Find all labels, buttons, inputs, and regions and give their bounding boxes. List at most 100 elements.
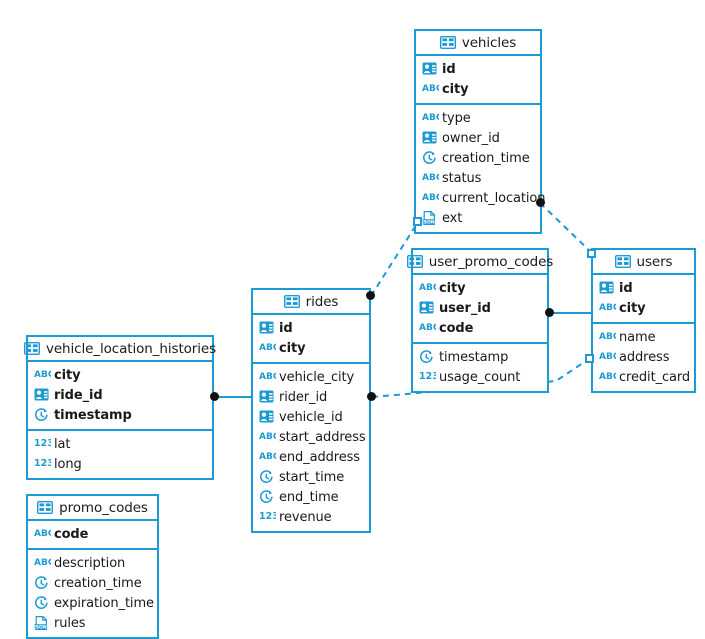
field-label: ride_id xyxy=(54,387,103,403)
edge-endpoint-dot-upc-right xyxy=(545,308,554,317)
field-row[interactable]: end_time xyxy=(253,487,369,507)
column-section: ABCvehicle_cityrider_idvehicle_idABCstar… xyxy=(253,364,369,531)
field-label: vehicle_id xyxy=(279,409,343,425)
svg-text:123: 123 xyxy=(259,511,276,521)
table-header[interactable]: user_promo_codes xyxy=(406,250,553,275)
id-card-icon xyxy=(422,62,437,77)
field-row[interactable]: ABCcity xyxy=(593,298,694,318)
field-label: city xyxy=(442,81,469,97)
field-row[interactable]: ABCcode xyxy=(28,524,157,544)
field-row[interactable]: start_time xyxy=(253,467,369,487)
abc-text-icon: ABC xyxy=(422,171,439,186)
field-row[interactable]: ABCend_address xyxy=(253,447,369,467)
field-label: city xyxy=(439,280,466,296)
field-row[interactable]: ABCcity xyxy=(413,278,547,298)
abc-text-icon: ABC xyxy=(599,370,616,385)
svg-text:ABC: ABC xyxy=(34,529,51,538)
field-label: city xyxy=(619,300,646,316)
field-row[interactable]: JSON ext xyxy=(416,208,540,228)
abc-text-icon: ABC xyxy=(599,330,616,345)
edge-endpoint-square-users-left xyxy=(585,354,594,363)
id-card-icon xyxy=(259,321,274,336)
table-header[interactable]: rides xyxy=(253,290,369,315)
entity-table-rides[interactable]: rides idABCcityABCvehicle_cityrider_idveh… xyxy=(251,288,371,533)
svg-text:ABC: ABC xyxy=(422,193,439,202)
field-row[interactable]: owner_id xyxy=(416,128,540,148)
field-row[interactable]: ABCstart_address xyxy=(253,427,369,447)
field-row[interactable]: creation_time xyxy=(28,573,157,593)
table-grid-icon xyxy=(406,255,423,268)
svg-text:ABC: ABC xyxy=(422,113,439,122)
abc-text-icon: ABC xyxy=(34,368,51,383)
field-row[interactable]: ABCdescription xyxy=(28,553,157,573)
abc-text-icon: ABC xyxy=(419,281,436,296)
field-label: credit_card xyxy=(619,369,691,385)
entity-table-users[interactable]: usersidABCcityABCnameABCaddressABCcredit… xyxy=(591,248,696,393)
field-row[interactable]: ABCcity xyxy=(28,365,212,385)
field-label: status xyxy=(442,170,482,186)
field-label: ext xyxy=(442,210,463,226)
field-row[interactable]: ABCcity xyxy=(253,338,369,358)
svg-text:JSON: JSON xyxy=(34,624,47,629)
clock-icon xyxy=(419,349,434,365)
field-row[interactable]: ABCcredit_card xyxy=(593,367,694,387)
entity-table-vehicle_location_histories[interactable]: vehicle_location_historiesABCcity ride_id… xyxy=(23,335,216,480)
table-grid-icon xyxy=(23,342,40,355)
table-grid-icon xyxy=(614,255,631,268)
field-label: timestamp xyxy=(54,407,132,423)
field-label: type xyxy=(442,110,471,126)
field-row[interactable]: vehicle_id xyxy=(253,407,369,427)
field-row[interactable]: ABCname xyxy=(593,327,694,347)
table-grid-icon xyxy=(37,501,54,514)
entity-table-vehicles[interactable]: vehiclesidABCcityABCtypeowner_idcreation… xyxy=(414,29,545,234)
field-label: id xyxy=(442,61,456,77)
field-row[interactable]: ride_id xyxy=(28,385,212,405)
field-row[interactable]: creation_time xyxy=(416,148,540,168)
entity-table-promo_codes[interactable]: promo_codesABCcodeABCdescription creation… xyxy=(26,494,159,639)
svg-text:123: 123 xyxy=(34,438,51,448)
field-row[interactable]: id xyxy=(416,59,540,79)
table-header[interactable]: vehicle_location_histories xyxy=(23,337,216,362)
id-card-icon xyxy=(259,390,274,405)
field-label: lat xyxy=(54,436,71,452)
abc-text-icon: ABC xyxy=(422,82,439,97)
field-row[interactable]: ABCtype xyxy=(416,108,540,128)
field-row[interactable]: ABCcity xyxy=(416,79,540,99)
table-header[interactable]: users xyxy=(593,250,694,275)
field-row[interactable]: id xyxy=(253,318,369,338)
number-123-icon: 123 xyxy=(34,437,51,452)
field-row[interactable]: timestamp xyxy=(413,347,547,367)
field-row[interactable]: ABCvehicle_city xyxy=(253,367,369,387)
table-header[interactable]: vehicles xyxy=(416,31,540,56)
field-row[interactable]: user_id xyxy=(413,298,547,318)
field-label: end_time xyxy=(279,489,339,505)
abc-text-icon: ABC xyxy=(422,191,439,206)
field-row[interactable]: ABCstatus xyxy=(416,168,540,188)
field-row[interactable]: id xyxy=(593,278,694,298)
field-row[interactable]: ABCcurrent_location xyxy=(416,188,545,208)
field-label: code xyxy=(439,320,474,336)
clock-icon xyxy=(34,595,49,611)
svg-text:123: 123 xyxy=(34,458,51,468)
entity-table-user_promo_codes[interactable]: user_promo_codesABCcityuser_idABCcodetim… xyxy=(406,248,553,393)
field-label: current_location xyxy=(442,190,546,206)
field-row[interactable]: ABCcode xyxy=(413,318,547,338)
json-icon: JSON xyxy=(422,210,437,226)
field-row[interactable]: rider_id xyxy=(253,387,369,407)
field-label: creation_time xyxy=(54,575,142,591)
field-row[interactable]: timestamp xyxy=(28,405,212,425)
table-header[interactable]: promo_codes xyxy=(28,496,157,521)
field-row[interactable]: expiration_time xyxy=(28,593,157,613)
field-label: start_time xyxy=(279,469,345,485)
field-label: timestamp xyxy=(439,349,509,365)
field-label: address xyxy=(619,349,670,365)
abc-text-icon: ABC xyxy=(259,430,276,445)
field-row[interactable]: ABCaddress xyxy=(593,347,694,367)
